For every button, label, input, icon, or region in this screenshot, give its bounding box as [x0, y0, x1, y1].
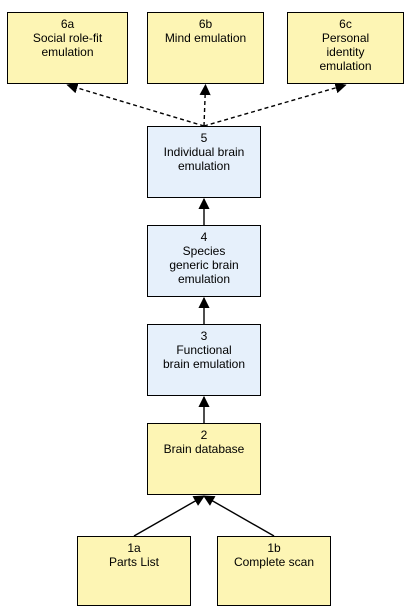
node-label-line: Individual brain [163, 145, 245, 159]
node-number: 6c [339, 17, 352, 31]
node-label-line: identity [326, 45, 365, 59]
node-6b-mind-emulation: 6b Mind emulation [147, 12, 264, 84]
node-label-line: brain emulation [162, 357, 246, 371]
node-6a-social-role-fit-emulation: 6a Social role-fit emulation [7, 12, 128, 84]
node-5-individual-brain-emulation: 5 Individual brain emulation [147, 126, 261, 198]
edge-n1b-to-n2 [203, 495, 275, 537]
node-number: 5 [200, 131, 208, 145]
node-label-line: generic brain [169, 258, 239, 272]
node-2-brain-database: 2 Brain database [147, 423, 261, 495]
node-6c-personal-identity-emulation: 6c Personal identity emulation [287, 12, 404, 84]
node-number: 1a [127, 541, 141, 555]
node-3-functional-brain-emulation: 3 Functional brain emulation [147, 324, 261, 396]
edge-n1a-to-n2 [133, 495, 205, 537]
node-label-line: Social role-fit [32, 31, 103, 45]
node-label-line: Mind emulation [164, 31, 247, 45]
node-label-line: emulation [177, 159, 231, 173]
node-label-line: emulation [319, 59, 372, 73]
node-4-species-generic-brain-emulation: 4 Species generic brain emulation [147, 225, 261, 297]
node-label-line: emulation [177, 272, 231, 286]
node-label-line: Complete scan [233, 555, 315, 569]
edge-n5-to-n6c [203, 82, 347, 127]
edge-n5-to-n6a [66, 82, 205, 127]
node-1a-parts-list: 1a Parts List [77, 536, 191, 606]
node-number: 2 [200, 428, 208, 442]
node-number: 6a [60, 17, 75, 31]
node-label-line: Personal [321, 31, 370, 45]
node-label-line: Brain database [163, 442, 245, 456]
node-label-line: emulation [41, 45, 94, 59]
edge-n5-to-n6b [199, 83, 211, 127]
node-number: 3 [200, 329, 208, 343]
node-label-line: Parts List [108, 555, 159, 569]
node-number: 4 [200, 230, 208, 244]
node-label-line: Functional [176, 343, 232, 357]
node-number: 6b [198, 17, 213, 31]
node-label-line: Species [182, 244, 226, 258]
node-number: 1b [267, 541, 281, 555]
node-1b-complete-scan: 1b Complete scan [217, 536, 331, 606]
